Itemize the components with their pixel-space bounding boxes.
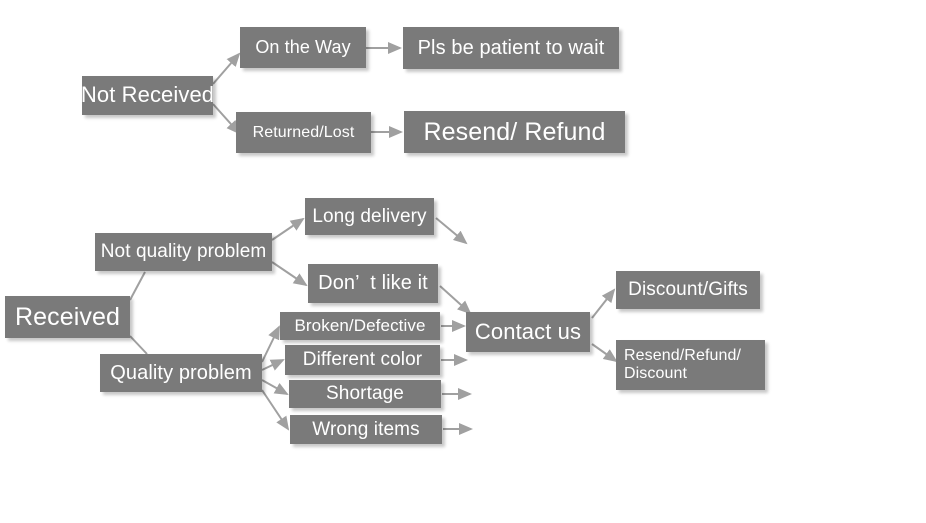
connector-contact-us-to-resend-refund-discount xyxy=(591,343,618,363)
node-returned-lost[interactable]: Returned/Lost xyxy=(236,112,371,153)
node-resend-refund[interactable]: Resend/ Refund xyxy=(404,111,625,153)
connector-quality-problem-to-broken-defective xyxy=(261,325,280,363)
node-resend-refund-discount[interactable]: Resend/Refund/ Discount xyxy=(616,340,765,390)
connector-quality-problem-to-wrong-items xyxy=(261,389,290,431)
node-discount-gifts[interactable]: Discount/Gifts xyxy=(616,271,760,309)
node-received[interactable]: Received xyxy=(5,296,130,338)
node-on-the-way[interactable]: On the Way xyxy=(240,27,366,68)
node-different-color[interactable]: Different color xyxy=(285,345,440,375)
node-not-received[interactable]: Not Received xyxy=(81,76,214,115)
connector-quality-problem-to-different-color xyxy=(261,359,285,371)
node-long-delivery[interactable]: Long delivery xyxy=(305,198,434,235)
node-dont-like-it[interactable]: Don’ t like it xyxy=(308,264,438,303)
node-quality-problem[interactable]: Quality problem xyxy=(100,354,262,392)
connector-dont-like-it-to-contact-us xyxy=(439,285,472,315)
connector-not-quality-problem-to-dont-like-it xyxy=(271,261,308,287)
node-wrong-items[interactable]: Wrong items xyxy=(290,415,442,444)
connector-not-received-to-on-the-way xyxy=(212,52,241,85)
node-shortage[interactable]: Shortage xyxy=(289,380,441,408)
node-not-quality-problem[interactable]: Not quality problem xyxy=(95,233,272,271)
node-pls-be-patient[interactable]: Pls be patient to wait xyxy=(403,27,619,69)
connector-not-quality-problem-to-long-delivery xyxy=(271,217,305,241)
node-contact-us[interactable]: Contact us xyxy=(466,312,590,352)
connector-received-to-not-quality-problem xyxy=(129,271,146,301)
connector-quality-problem-to-shortage xyxy=(261,379,289,395)
connector-contact-us-to-discount-gifts xyxy=(591,288,616,319)
connector-received-to-quality-problem xyxy=(129,335,148,355)
connector-long-delivery-to-contact-us xyxy=(435,217,468,245)
node-broken-defective[interactable]: Broken/Defective xyxy=(280,312,440,340)
